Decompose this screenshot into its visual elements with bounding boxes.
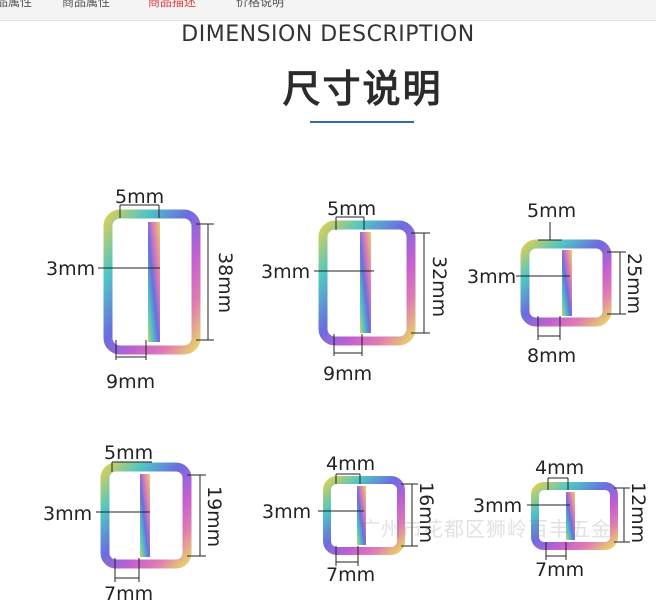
buckle-4-bottom-dim: 7mm — [104, 583, 153, 605]
tab-product-attributes[interactable]: 商品属性 — [62, 0, 111, 9]
buckle-1-height-dim: 38mm — [214, 252, 236, 313]
buckle-6-top-dim: 4mm — [535, 457, 584, 479]
buckle-1-bottom-dim: 9mm — [106, 371, 155, 393]
buckle-3-side-dim: 3mm — [467, 266, 516, 288]
buckle-2-height-dim: 32mm — [428, 256, 450, 317]
buckle-2-side-dim: 3mm — [261, 261, 310, 283]
buckle-6-side-dim: 3mm — [473, 495, 522, 517]
tab-attributes-partial[interactable]: 品属性 — [0, 0, 33, 9]
shop-watermark: 广州市花都区狮岭百丰五金 — [360, 517, 612, 541]
buckle-12mm: 4mm 3mm 12mm 7mm — [473, 457, 649, 581]
tab-product-description[interactable]: 商品描述 — [148, 0, 197, 9]
title-english: DIMENSION DESCRIPTION — [181, 22, 475, 47]
title-underline — [310, 121, 414, 123]
buckle-5-side-dim: 3mm — [262, 501, 311, 523]
tab-bar: 品属性 商品属性 商品描述 价格说明 — [0, 0, 656, 21]
buckle-5-height-dim: 16mm — [415, 482, 437, 543]
buckle-4-height-dim: 19mm — [203, 486, 225, 547]
buckle-3-height-dim: 25mm — [623, 253, 645, 314]
buckle-25mm: 5mm 3mm 25mm 8mm — [467, 200, 645, 367]
buckle-32mm: 5mm 3mm 32mm 9mm — [261, 198, 450, 385]
buckle-19mm: 5mm 3mm 19mm 7mm — [43, 442, 225, 605]
buckle-1-side-dim: 3mm — [46, 258, 95, 280]
buckle-6-height-dim: 12mm — [627, 482, 649, 543]
buckle-4-side-dim: 3mm — [43, 503, 92, 525]
buckle-3-top-dim: 5mm — [527, 200, 576, 222]
buckle-16mm: 4mm 3mm 16mm 7mm — [262, 453, 437, 586]
buckle-1-top-dim: 5mm — [115, 186, 164, 208]
buckle-3-bottom-dim: 8mm — [527, 345, 576, 367]
buckle-2-bottom-dim: 9mm — [323, 363, 372, 385]
buckle-4-top-dim: 5mm — [104, 442, 153, 464]
buckle-6-bottom-dim: 7mm — [535, 559, 584, 581]
buckle-5-top-dim: 4mm — [326, 453, 375, 475]
buckle-2-top-dim: 5mm — [327, 198, 376, 220]
buckle-38mm: 5mm 3mm 38mm 9mm — [46, 186, 236, 393]
buckle-5-bottom-dim: 7mm — [326, 564, 375, 586]
title-chinese: 尺寸说明 — [282, 67, 443, 111]
tab-price-notes[interactable]: 价格说明 — [236, 0, 285, 9]
